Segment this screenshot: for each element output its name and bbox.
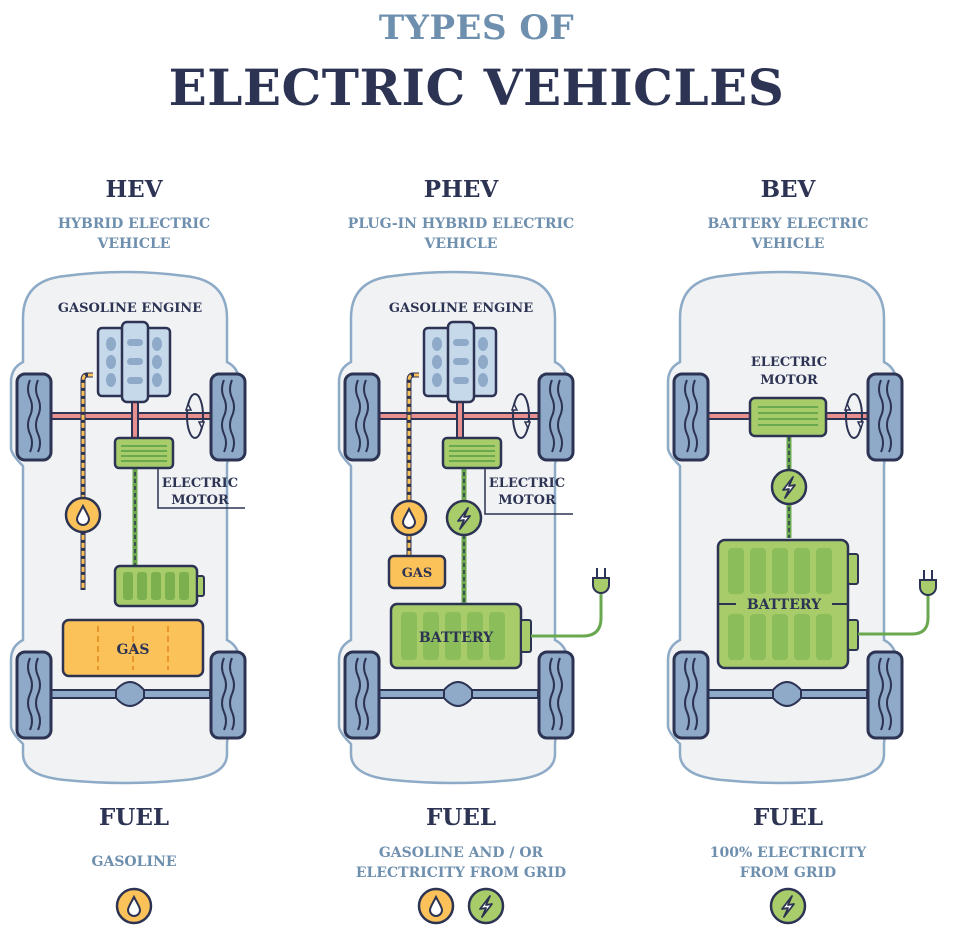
bev-subtitle: BATTERY ELECTRIC VEHICLE bbox=[648, 214, 928, 254]
front-left-tire-icon bbox=[343, 372, 381, 462]
phev-fuel-title: FUEL bbox=[425, 804, 497, 831]
phev-diagram: GASOLINE ENGINE ELECTRIC MOTOR GAS BATTE… bbox=[337, 270, 610, 785]
hev-diagram: GASOLINE ENGINE ELECTRIC MOTOR GAS bbox=[9, 270, 247, 785]
hev-title: HEV bbox=[105, 176, 163, 203]
lightning-icon bbox=[769, 887, 807, 925]
phev-subtitle: PLUG-IN HYBRID ELECTRIC VEHICLE bbox=[321, 214, 601, 254]
bev-fuel-line1: 100% ELECTRICITY bbox=[709, 845, 867, 861]
front-right-tire-icon bbox=[866, 372, 904, 462]
phev-fuel-description: GASOLINE AND / OR ELECTRICITY FROM GRID bbox=[321, 843, 601, 883]
rear-right-tire-icon bbox=[209, 650, 247, 740]
hev-fuel-icons bbox=[14, 886, 254, 926]
phev-fuel-line1: GASOLINE AND / OR bbox=[378, 845, 544, 861]
hev-fuel-description: GASOLINE bbox=[0, 852, 274, 872]
lightning-icon bbox=[467, 887, 505, 925]
front-right-tire-icon bbox=[209, 372, 247, 462]
hev-motor-label-1: ELECTRIC bbox=[162, 476, 238, 491]
rear-left-tire-icon bbox=[672, 650, 710, 740]
hev-engine-label: GASOLINE ENGINE bbox=[58, 301, 202, 316]
rear-right-tire-icon bbox=[537, 650, 575, 740]
bev-diagram: ELECTRIC MOTOR BATTERY bbox=[666, 270, 937, 785]
bev-battery-label: BATTERY bbox=[747, 597, 822, 613]
bev-title: BEV bbox=[760, 176, 816, 203]
phev-title: PHEV bbox=[423, 176, 499, 203]
fuel-drop-icon bbox=[64, 496, 102, 534]
phev-subtitle-line1: PLUG-IN HYBRID ELECTRIC bbox=[347, 216, 575, 232]
title-electric-vehicles: ELECTRIC VEHICLES bbox=[168, 58, 785, 117]
hev-fuel-line1: GASOLINE bbox=[91, 854, 177, 870]
front-left-tire-icon bbox=[15, 372, 53, 462]
gas-tank-icon: GAS bbox=[387, 554, 447, 590]
rear-left-tire-icon bbox=[343, 650, 381, 740]
hev-fuel-title: FUEL bbox=[98, 804, 170, 831]
bev-subtitle-line2: VEHICLE bbox=[751, 236, 825, 252]
front-left-tire-icon bbox=[672, 372, 710, 462]
bev-subtitle-line1: BATTERY ELECTRIC bbox=[707, 216, 869, 232]
hev-gas-label: GAS bbox=[117, 642, 150, 658]
phev-engine-label: GASOLINE ENGINE bbox=[389, 301, 533, 316]
phev-motor-label-2: MOTOR bbox=[498, 493, 556, 508]
fuel-drop-icon bbox=[390, 499, 428, 537]
bev-motor-label-1: ELECTRIC bbox=[751, 355, 827, 370]
charging-plug-icon bbox=[919, 569, 937, 596]
rear-right-tire-icon bbox=[866, 650, 904, 740]
bev-fuel-icons bbox=[668, 886, 908, 926]
lightning-icon bbox=[770, 468, 808, 506]
electric-motor-icon bbox=[748, 396, 828, 438]
phev-motor-label-1: ELECTRIC bbox=[489, 476, 565, 491]
fuel-drop-icon bbox=[417, 887, 455, 925]
rear-left-tire-icon bbox=[15, 650, 53, 740]
bev-fuel-description: 100% ELECTRICITY FROM GRID bbox=[648, 843, 928, 883]
small-battery-icon bbox=[113, 564, 205, 608]
phev-fuel-line2: ELECTRICITY FROM GRID bbox=[355, 865, 567, 881]
hev-subtitle: HYBRID ELECTRIC VEHICLE bbox=[0, 214, 274, 254]
hev-motor-label-2: MOTOR bbox=[171, 493, 229, 508]
phev-fuel-icons bbox=[341, 886, 581, 926]
bev-fuel-line2: FROM GRID bbox=[739, 865, 837, 881]
hev-subtitle-line1: HYBRID ELECTRIC bbox=[57, 216, 211, 232]
front-right-tire-icon bbox=[537, 372, 575, 462]
electric-motor-icon bbox=[113, 436, 175, 470]
charging-plug-icon bbox=[592, 567, 610, 594]
lightning-icon bbox=[445, 499, 483, 537]
gas-tank-icon: GAS bbox=[61, 618, 205, 678]
phev-battery-label: BATTERY bbox=[419, 630, 494, 646]
bev-motor-label-2: MOTOR bbox=[760, 373, 818, 388]
battery-icon: BATTERY bbox=[389, 602, 532, 670]
gasoline-engine-icon bbox=[422, 320, 498, 404]
phev-subtitle-line2: VEHICLE bbox=[424, 236, 498, 252]
large-battery-icon: BATTERY bbox=[716, 538, 859, 670]
phev-gas-label: GAS bbox=[402, 566, 433, 581]
electric-motor-icon bbox=[441, 436, 503, 470]
gasoline-engine-icon bbox=[96, 320, 172, 404]
title-types-of: TYPES OF bbox=[378, 8, 575, 48]
bev-fuel-title: FUEL bbox=[752, 804, 824, 831]
fuel-drop-icon bbox=[115, 887, 153, 925]
hev-subtitle-line2: VEHICLE bbox=[97, 236, 171, 252]
